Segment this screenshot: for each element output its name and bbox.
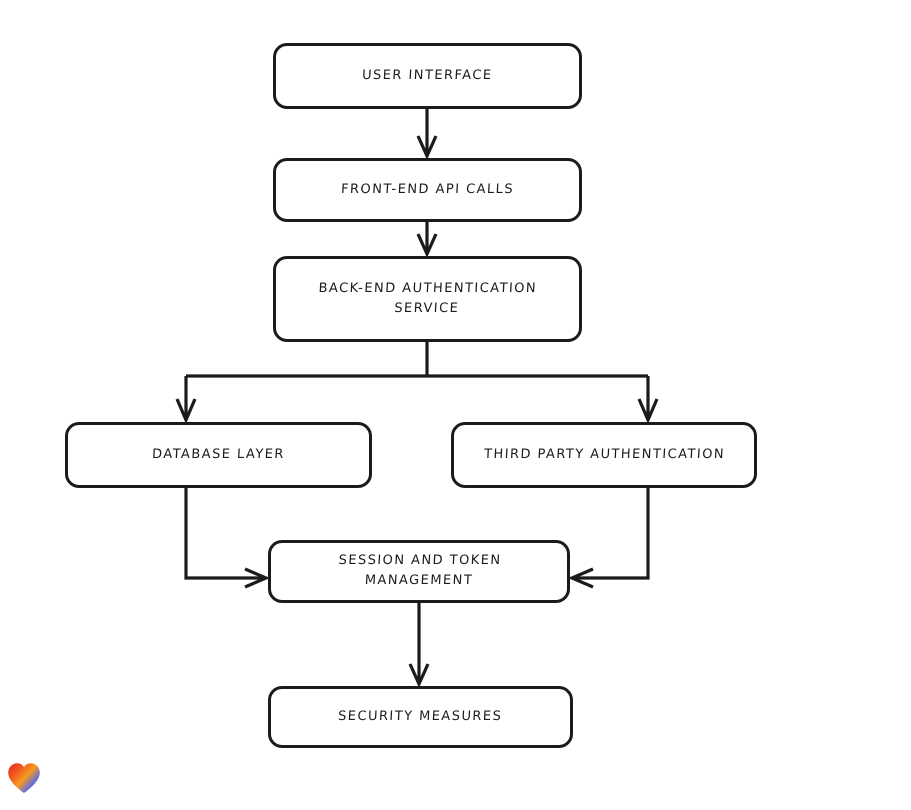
arrowhead-to-database-layer: [175, 398, 197, 425]
node-back-end-auth-service[interactable]: Back-End Authentication Service: [273, 256, 582, 342]
edge-database-to-session: [184, 488, 265, 580]
node-user-interface[interactable]: User Interface: [273, 43, 582, 109]
node-label-database-layer: Database Layer: [151, 446, 286, 462]
node-database-layer[interactable]: Database Layer: [65, 422, 372, 488]
node-label-security-measures: Security Measures: [338, 708, 504, 724]
arrowhead-session-to-security: [408, 663, 430, 688]
node-label-user-interface: User Interface: [361, 67, 494, 83]
node-front-end-api-calls[interactable]: Front-End API Calls: [273, 158, 582, 222]
arrowhead-api-to-backend: [416, 233, 438, 258]
arrowhead-to-third-party: [637, 398, 659, 425]
edge-third-party-to-session: [573, 488, 650, 580]
node-label-third-party-auth: Third Party Authentication: [483, 446, 725, 462]
node-third-party-auth[interactable]: Third Party Authentication: [451, 422, 757, 488]
node-security-measures[interactable]: Security Measures: [268, 686, 573, 748]
node-label-session-token-management: Session and Token Management: [337, 553, 502, 589]
node-label-front-end-api-calls: Front-End API Calls: [340, 181, 515, 197]
node-session-token-management[interactable]: Session and Token Management: [268, 540, 570, 603]
arrowhead-database-to-session: [244, 567, 271, 589]
heart-icon: [8, 763, 40, 793]
arrowhead-ui-to-api: [416, 135, 438, 160]
node-label-back-end-auth-service: Back-End Authentication Service: [318, 280, 538, 316]
arrowhead-third-party-to-session: [567, 567, 594, 589]
